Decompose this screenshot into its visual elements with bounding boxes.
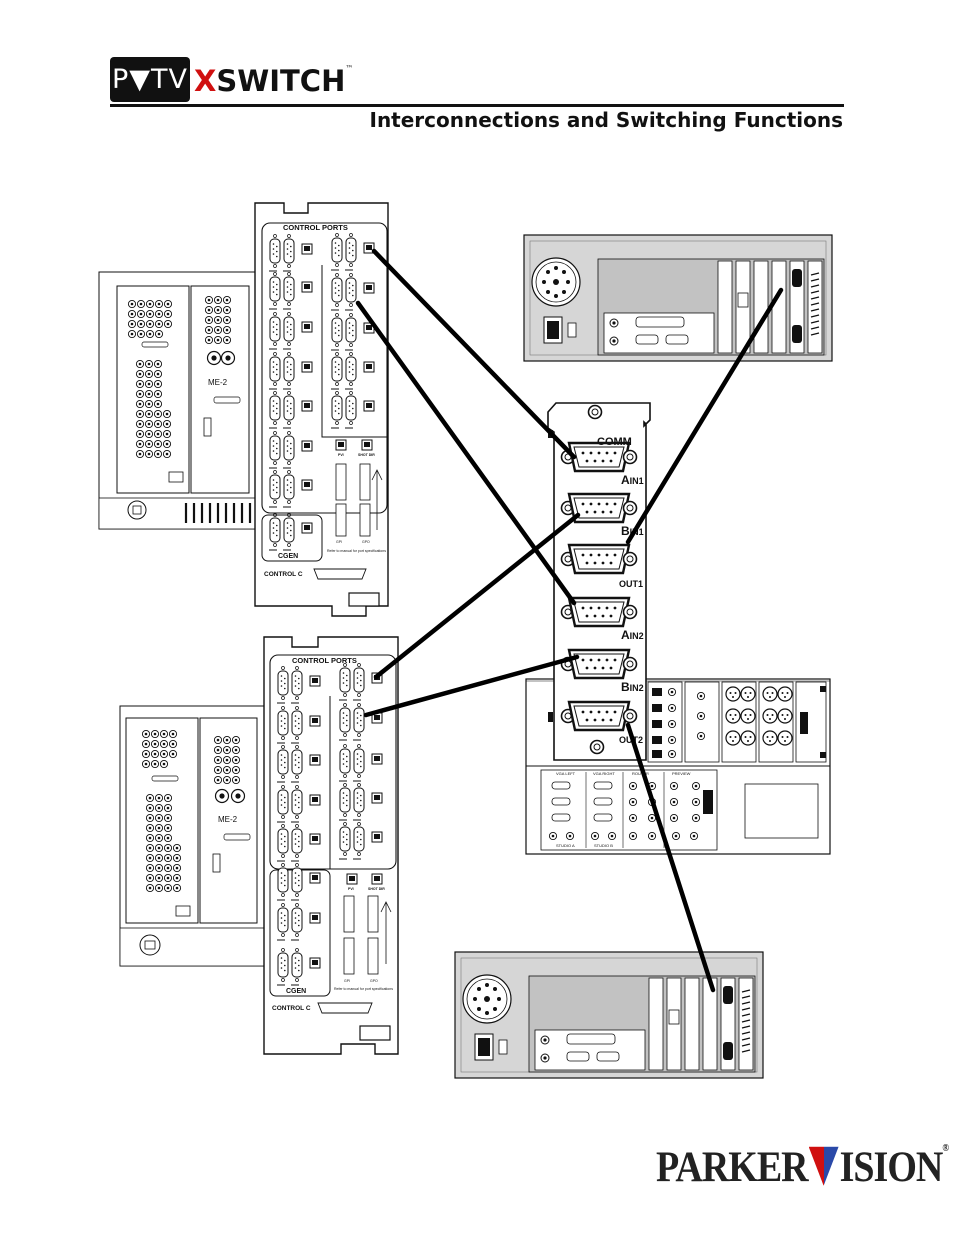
switcher-bottom-control-ports-label: CONTROL PORTS	[292, 656, 357, 665]
product-rest: SWITCH	[216, 64, 346, 98]
pvtv-logo: P▼TV	[110, 57, 190, 102]
switcher-bottom-gpi-label: GPI	[344, 979, 350, 983]
brand-right: ISION	[839, 1143, 944, 1192]
router-label-vga-right: VGA RIGHT	[593, 771, 615, 776]
cable-switcher-bottom-to-bin2	[363, 654, 580, 718]
xswitch-label-ain1: AIN1	[621, 473, 644, 487]
router-label-preview: PREVIEW	[672, 771, 691, 776]
switcher-top-cgen-label: CGEN	[278, 553, 298, 560]
computer-top	[523, 234, 833, 362]
switcher-top-me2-label: ME-2	[208, 378, 228, 387]
switcher-bottom-pvi-label: PVI	[348, 887, 354, 891]
switcher-top-control-ports-label: CONTROL PORTS	[283, 223, 348, 232]
cable-computer-top-to-bin1	[625, 287, 784, 545]
header-rule	[110, 104, 844, 107]
cable-switcher-top-to-ain2	[355, 300, 577, 606]
xswitch-label-ain2: AIN2	[621, 628, 644, 642]
router-label-router: ROUTER	[632, 771, 649, 776]
switcher-top: ME-2 CONTROL PORTS PVI SHOT DIR GPI GPO …	[98, 202, 389, 617]
switcher-top-pvi-label: PVI	[338, 453, 344, 457]
logo-text: P▼TV	[111, 64, 188, 95]
page-title: Interconnections and Switching Functions	[369, 108, 844, 132]
switcher-top-control-c-label: CONTROL C	[264, 571, 303, 578]
switcher-bottom-shot-label: SHOT DIR	[368, 887, 385, 891]
parkervision-logo: PARKER ISION®	[656, 1142, 949, 1193]
cable-switcher-top-to-comm	[371, 248, 577, 460]
router-rack: VGA LEFT VGA RIGHT ROUTER STUDIO A STUDI…	[525, 678, 831, 855]
cables	[355, 248, 784, 993]
computer-bottom	[454, 951, 764, 1079]
product-name: XSWITCH™	[194, 64, 353, 98]
switcher-bottom-cgen-label: CGEN	[286, 988, 306, 995]
router-label-vga-left: VGA LEFT	[556, 771, 576, 776]
xswitch-label-bin2: BIN2	[621, 680, 644, 694]
switcher-top-note: Refer to manual for port specifications	[327, 549, 386, 553]
cable-out2-to-computer-bottom	[625, 722, 716, 993]
router-label-studio-a: STUDIO A	[556, 843, 575, 848]
cable-switcher-bottom-to-ain1	[373, 512, 581, 680]
xswitch-label-out1: OUT1	[619, 579, 643, 589]
switcher-bottom-gpo-label: GPO	[370, 979, 378, 983]
switcher-bottom-control-c-label: CONTROL C	[272, 1005, 311, 1012]
switcher-bottom-me2-label: ME-2	[218, 815, 238, 824]
brand-registered: ®	[942, 1142, 949, 1154]
brand-left: PARKER	[656, 1143, 809, 1192]
xswitch-label-comm: COMM	[597, 436, 632, 448]
brand-v-icon	[808, 1146, 839, 1186]
switcher-top-gpi-label: GPI	[336, 540, 342, 544]
router-label-studio-b: STUDIO B	[594, 843, 613, 848]
switcher-top-gpo-label: GPO	[362, 540, 370, 544]
xswitch-unit: COMM AIN1 BIN1 OUT1 AIN2 BIN2 OUT2	[547, 402, 651, 761]
switcher-top-shot-label: SHOT DIR	[358, 453, 375, 457]
product-prefix: X	[194, 64, 217, 98]
switcher-bottom-note: Refer to manual for port specifications	[334, 987, 393, 991]
trademark: ™	[345, 64, 354, 73]
switcher-bottom: ME-2 CONTROL PORTS PVI SHOT DIR GPI GPO …	[119, 636, 399, 1055]
